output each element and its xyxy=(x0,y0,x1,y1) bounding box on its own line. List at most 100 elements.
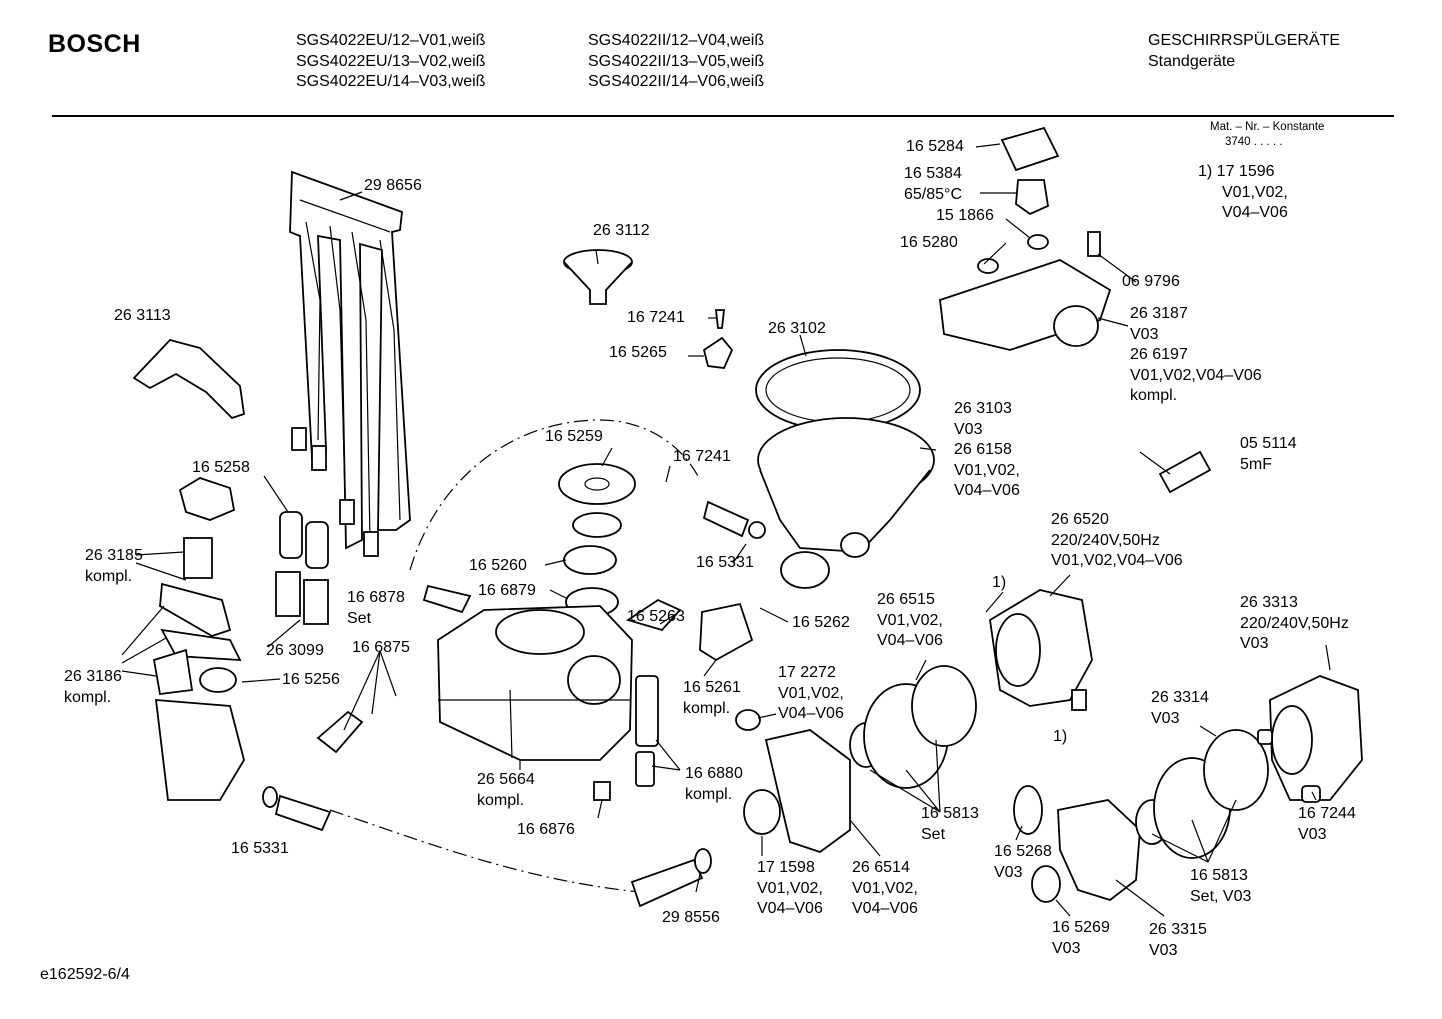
part-label-165265: 16 5265 xyxy=(609,344,667,361)
mat-nr-value: 3740 . . . . . xyxy=(1225,136,1283,148)
motor-v03-part xyxy=(1257,675,1363,803)
clip-part xyxy=(1071,689,1087,711)
subcategory-title: Standgeräte xyxy=(1148,52,1236,70)
mat-nr-label: Mat. – Nr. – Konstante xyxy=(1210,121,1325,133)
valve-block-part xyxy=(154,699,245,801)
category-title: GESCHIRRSPÜLGERÄTE xyxy=(1148,32,1341,49)
part-label-165331-b: 16 5331 xyxy=(696,554,754,571)
nut-and-rings-part xyxy=(558,463,636,617)
sleeve-part xyxy=(279,511,303,559)
part-label-167241-b: 16 7241 xyxy=(673,448,731,465)
bracket-part xyxy=(183,537,213,579)
clip-part xyxy=(593,781,611,801)
spring-part xyxy=(275,571,301,617)
part-label-298556: 29 8556 xyxy=(662,909,720,926)
part-label-263099: 26 3099 xyxy=(266,642,324,659)
footnote-line: 1) 17 1596 xyxy=(1198,163,1275,180)
part-label-263112: 26 3112 xyxy=(593,222,650,239)
seal-set-part xyxy=(422,584,472,614)
part-label-165260: 16 5260 xyxy=(469,557,527,574)
tube-rack-part xyxy=(289,170,411,557)
part-label-165331-a: 16 5331 xyxy=(231,840,289,857)
o-ring-part xyxy=(748,521,766,539)
part-label-165258: 16 5258 xyxy=(192,459,250,476)
mat-nr-block: Mat. – Nr. – Konstante 3740 . . . . . xyxy=(1210,120,1324,150)
sleeve-part xyxy=(305,521,329,569)
funnel-part xyxy=(563,249,633,305)
pressure-switch-part xyxy=(178,477,236,521)
part-label-165280: 16 5280 xyxy=(900,234,958,251)
clip-part xyxy=(1087,231,1101,257)
routing-line xyxy=(329,809,641,893)
thermostat-part xyxy=(1015,179,1049,216)
hose-part xyxy=(702,500,750,538)
model-line: SGS4022EU/12–V01,weiß xyxy=(296,32,486,49)
o-ring-part xyxy=(977,258,999,274)
valve-part xyxy=(316,710,364,754)
model-line: SGS4022II/14–V06,weiß xyxy=(588,73,765,90)
category-block: GESCHIRRSPÜLGERÄTE Standgeräte xyxy=(1148,31,1340,72)
spring-part xyxy=(303,579,329,625)
motor-part xyxy=(989,589,1093,711)
part-label-298656: 29 8656 xyxy=(364,177,422,194)
part-label-069796: 06 9796 xyxy=(1122,273,1180,290)
pump-part xyxy=(735,665,977,854)
hose-part xyxy=(274,794,332,832)
routing-line xyxy=(409,419,701,571)
footnote-marker: 1) xyxy=(992,574,1007,591)
footnote-block: 1) 17 1596 V01,V02, V04–V06 xyxy=(1198,162,1288,224)
pump-v03-part xyxy=(1013,729,1269,903)
part-label-167241-a: 16 7241 xyxy=(627,309,685,326)
model-line: SGS4022EU/14–V03,weiß xyxy=(296,73,486,90)
clip-part xyxy=(702,336,734,369)
model-line: SGS4022EU/13–V02,weiß xyxy=(296,52,486,70)
footnote-line: V01,V02, xyxy=(1222,183,1288,201)
o-ring-part xyxy=(262,786,278,808)
brand-logo: BOSCH xyxy=(48,30,141,58)
leader-lines xyxy=(121,143,1331,917)
capacitor-part xyxy=(1158,450,1212,494)
hose-part xyxy=(630,858,704,908)
part-label-166875: 16 6875 xyxy=(352,639,410,656)
o-ring-part xyxy=(1027,234,1049,250)
part-label-263113: 26 3113 xyxy=(114,307,171,324)
model-list-right: SGS4022II/12–V04,weiß SGS4022II/13–V05,w… xyxy=(588,31,764,93)
sump-part xyxy=(755,349,935,589)
o-ring-part xyxy=(694,848,712,874)
motor-valve-part xyxy=(699,602,754,662)
part-label-165262: 16 5262 xyxy=(792,614,850,631)
model-line: SGS4022II/12–V04,weiß xyxy=(588,32,765,49)
bracket-part xyxy=(159,582,232,637)
model-line: SGS4022II/13–V05,weiß xyxy=(588,52,765,70)
heater-part xyxy=(635,675,659,747)
sensor-part xyxy=(635,751,655,787)
footnote-marker: 1) xyxy=(1053,728,1068,745)
housing-part xyxy=(437,605,633,761)
part-label-165263: 16 5263 xyxy=(627,608,685,625)
header-divider xyxy=(52,115,1394,117)
bracket-part xyxy=(625,598,682,632)
screw-part xyxy=(714,309,726,329)
